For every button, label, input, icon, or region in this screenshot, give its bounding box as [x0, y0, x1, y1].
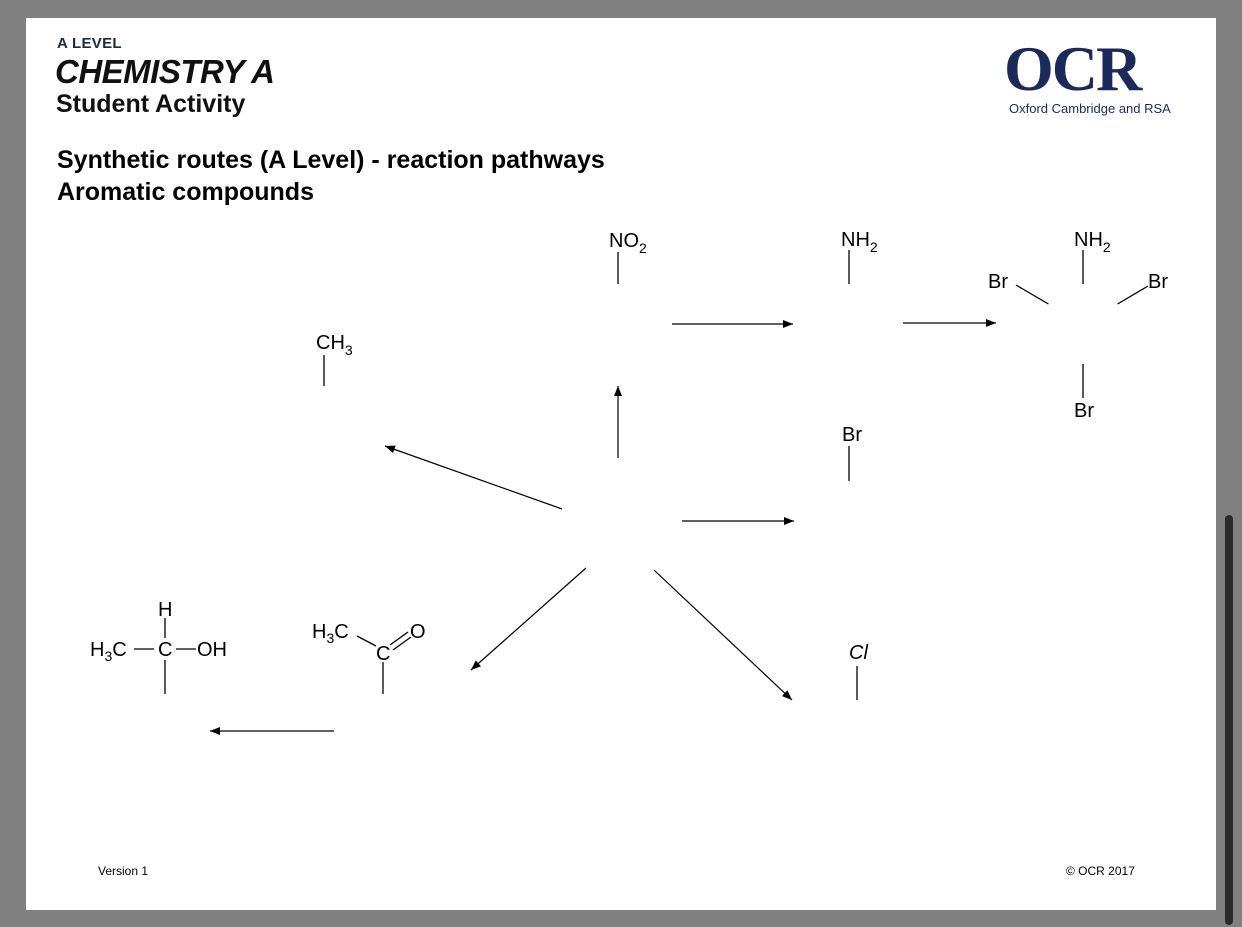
acylation-arrow [470, 567, 587, 671]
nitro-label: NO2 [609, 230, 647, 256]
bromo-label-right: Br [1148, 271, 1168, 293]
ocr-logo: OCR Oxford Cambridge and RSA [1004, 33, 1184, 121]
oxygen-label-ketone: O [410, 621, 426, 643]
reaction-arrows [210, 319, 996, 735]
carbon-label-ketone: C [376, 643, 390, 665]
ocr-logo-letters: OCR [1004, 33, 1142, 104]
chlorination-arrow [653, 569, 793, 701]
copyright-label: © OCR 2017 [1066, 864, 1135, 878]
chloro-label: Cl [849, 642, 868, 664]
methyl-label: CH3 [316, 332, 353, 358]
ocr-logo-tagline: Oxford Cambridge and RSA [1009, 101, 1171, 116]
carbon-label-alcohol: C [158, 639, 172, 661]
bromo-label: Br [842, 424, 862, 446]
substituent-bonds [134, 250, 1149, 700]
hydrogen-label: H [158, 599, 172, 621]
amine-label: NH2 [841, 229, 878, 255]
page-subtitle: Aromatic compounds [57, 178, 314, 206]
hydroxyl-label: OH [197, 639, 227, 661]
reaction-pathway-diagram: NO2 NH2 NH2 Br Br Br CH3 Br Cl H H3C C O… [90, 229, 1168, 741]
methyl-label-ketone: H3C [312, 621, 349, 646]
amine-label-tribromo: NH2 [1074, 229, 1111, 255]
activity-label: Student Activity [56, 90, 246, 118]
worksheet-page: A LEVEL CHEMISTRY A Student Activity OCR… [26, 18, 1216, 910]
methyl-label-alcohol: H3C [90, 639, 127, 664]
bromo-label-left: Br [988, 271, 1008, 293]
version-label: Version 1 [98, 864, 149, 878]
alkylation-arrow [384, 445, 563, 510]
level-label: A LEVEL [57, 35, 122, 52]
bromo-label-bottom: Br [1074, 400, 1094, 422]
subject-title: CHEMISTRY A [55, 53, 275, 90]
page-title: Synthetic routes (A Level) - reaction pa… [57, 146, 605, 174]
scrollbar-thumb[interactable] [1225, 515, 1233, 925]
